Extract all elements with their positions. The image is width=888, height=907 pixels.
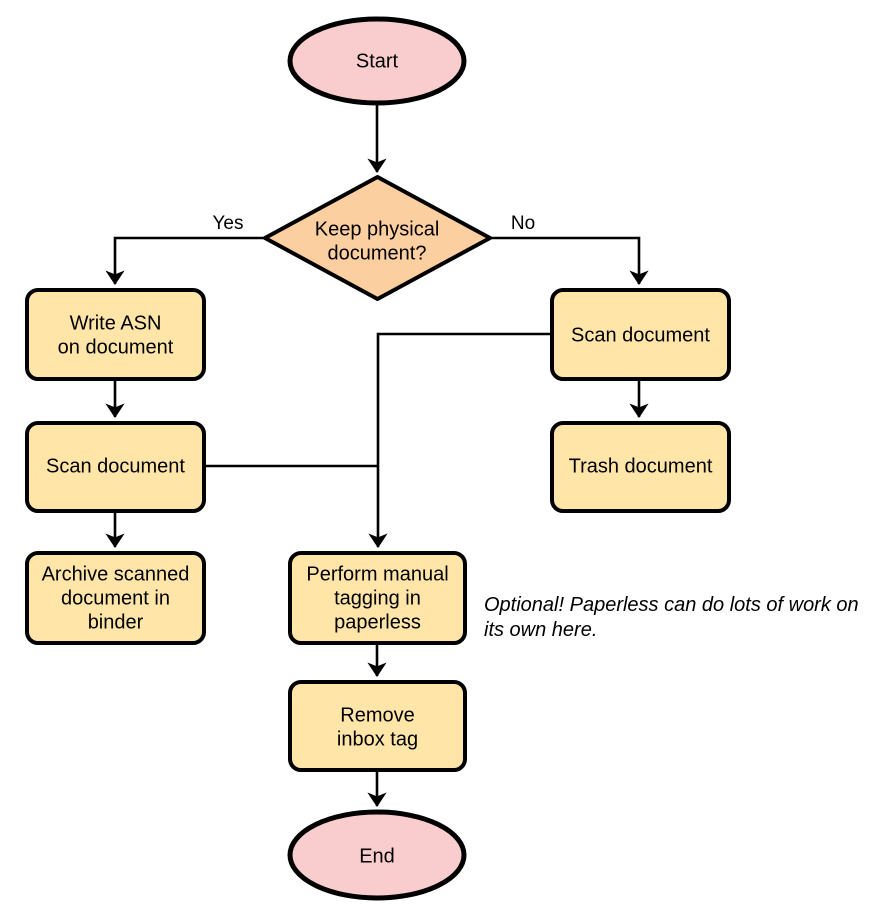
node-start[interactable]: Start xyxy=(287,16,467,106)
edge-decision-yes-to-write-asn xyxy=(105,236,265,286)
node-decision-keep-physical-document[interactable]: Keep physical document? xyxy=(263,175,492,301)
node-write-asn-label-line2: on document xyxy=(58,336,174,358)
node-remove-inbox-tag[interactable]: Remove inbox tag xyxy=(288,680,467,772)
edge-decision-no-to-scan-right xyxy=(490,236,649,286)
node-trash-document-shape xyxy=(550,421,731,513)
node-tagging-label-line1: Perform manual xyxy=(306,563,448,585)
node-write-asn-label-line1: Write ASN xyxy=(70,312,162,334)
node-start-label: Start xyxy=(356,50,399,72)
node-start-shape xyxy=(287,16,467,106)
node-tagging-label-line3: paperless xyxy=(334,611,421,633)
edge-label-no: No xyxy=(511,213,535,234)
optional-note-line1: Optional! Paperless can do lots of work … xyxy=(484,594,859,616)
node-end[interactable]: End xyxy=(287,809,467,901)
node-archive-label-line1: Archive scanned xyxy=(42,563,190,585)
node-write-asn[interactable]: Write ASN on document xyxy=(25,288,206,381)
node-archive-label-line3: binder xyxy=(88,611,144,633)
edge-label-yes: Yes xyxy=(213,213,244,234)
node-trash-document-label: Trash document xyxy=(569,455,713,477)
node-scan-document-right-shape xyxy=(550,288,731,381)
node-decision-shape xyxy=(263,175,492,301)
node-archive-label-line2: document in xyxy=(61,587,170,609)
node-end-shape xyxy=(287,809,467,901)
node-write-asn-shape xyxy=(25,288,206,381)
node-remove-inbox-tag-label-line2: inbox tag xyxy=(337,728,418,750)
node-end-label: End xyxy=(359,845,395,867)
node-remove-inbox-tag-label-line1: Remove xyxy=(340,704,414,726)
node-scan-document-left-shape xyxy=(25,421,206,513)
node-decision-label-line1: Keep physical xyxy=(315,218,440,240)
node-archive-scanned-document[interactable]: Archive scanned document in binder xyxy=(25,551,206,645)
node-tagging-label-line2: tagging in xyxy=(334,587,421,609)
node-archive-shape xyxy=(25,551,206,645)
node-tagging-shape xyxy=(288,551,467,645)
node-perform-manual-tagging[interactable]: Perform manual tagging in paperless xyxy=(288,551,467,645)
node-decision-label-line2: document? xyxy=(328,242,427,264)
node-trash-document[interactable]: Trash document xyxy=(550,421,731,513)
node-scan-document-left[interactable]: Scan document xyxy=(25,421,206,513)
edge-scan-right-to-tagging xyxy=(368,332,552,549)
node-scan-document-right-label: Scan document xyxy=(571,324,710,346)
node-scan-document-right[interactable]: Scan document xyxy=(550,288,731,381)
node-remove-inbox-tag-shape xyxy=(288,680,467,772)
node-scan-document-left-label: Scan document xyxy=(46,455,185,477)
optional-note-line2: its own here. xyxy=(484,619,597,641)
